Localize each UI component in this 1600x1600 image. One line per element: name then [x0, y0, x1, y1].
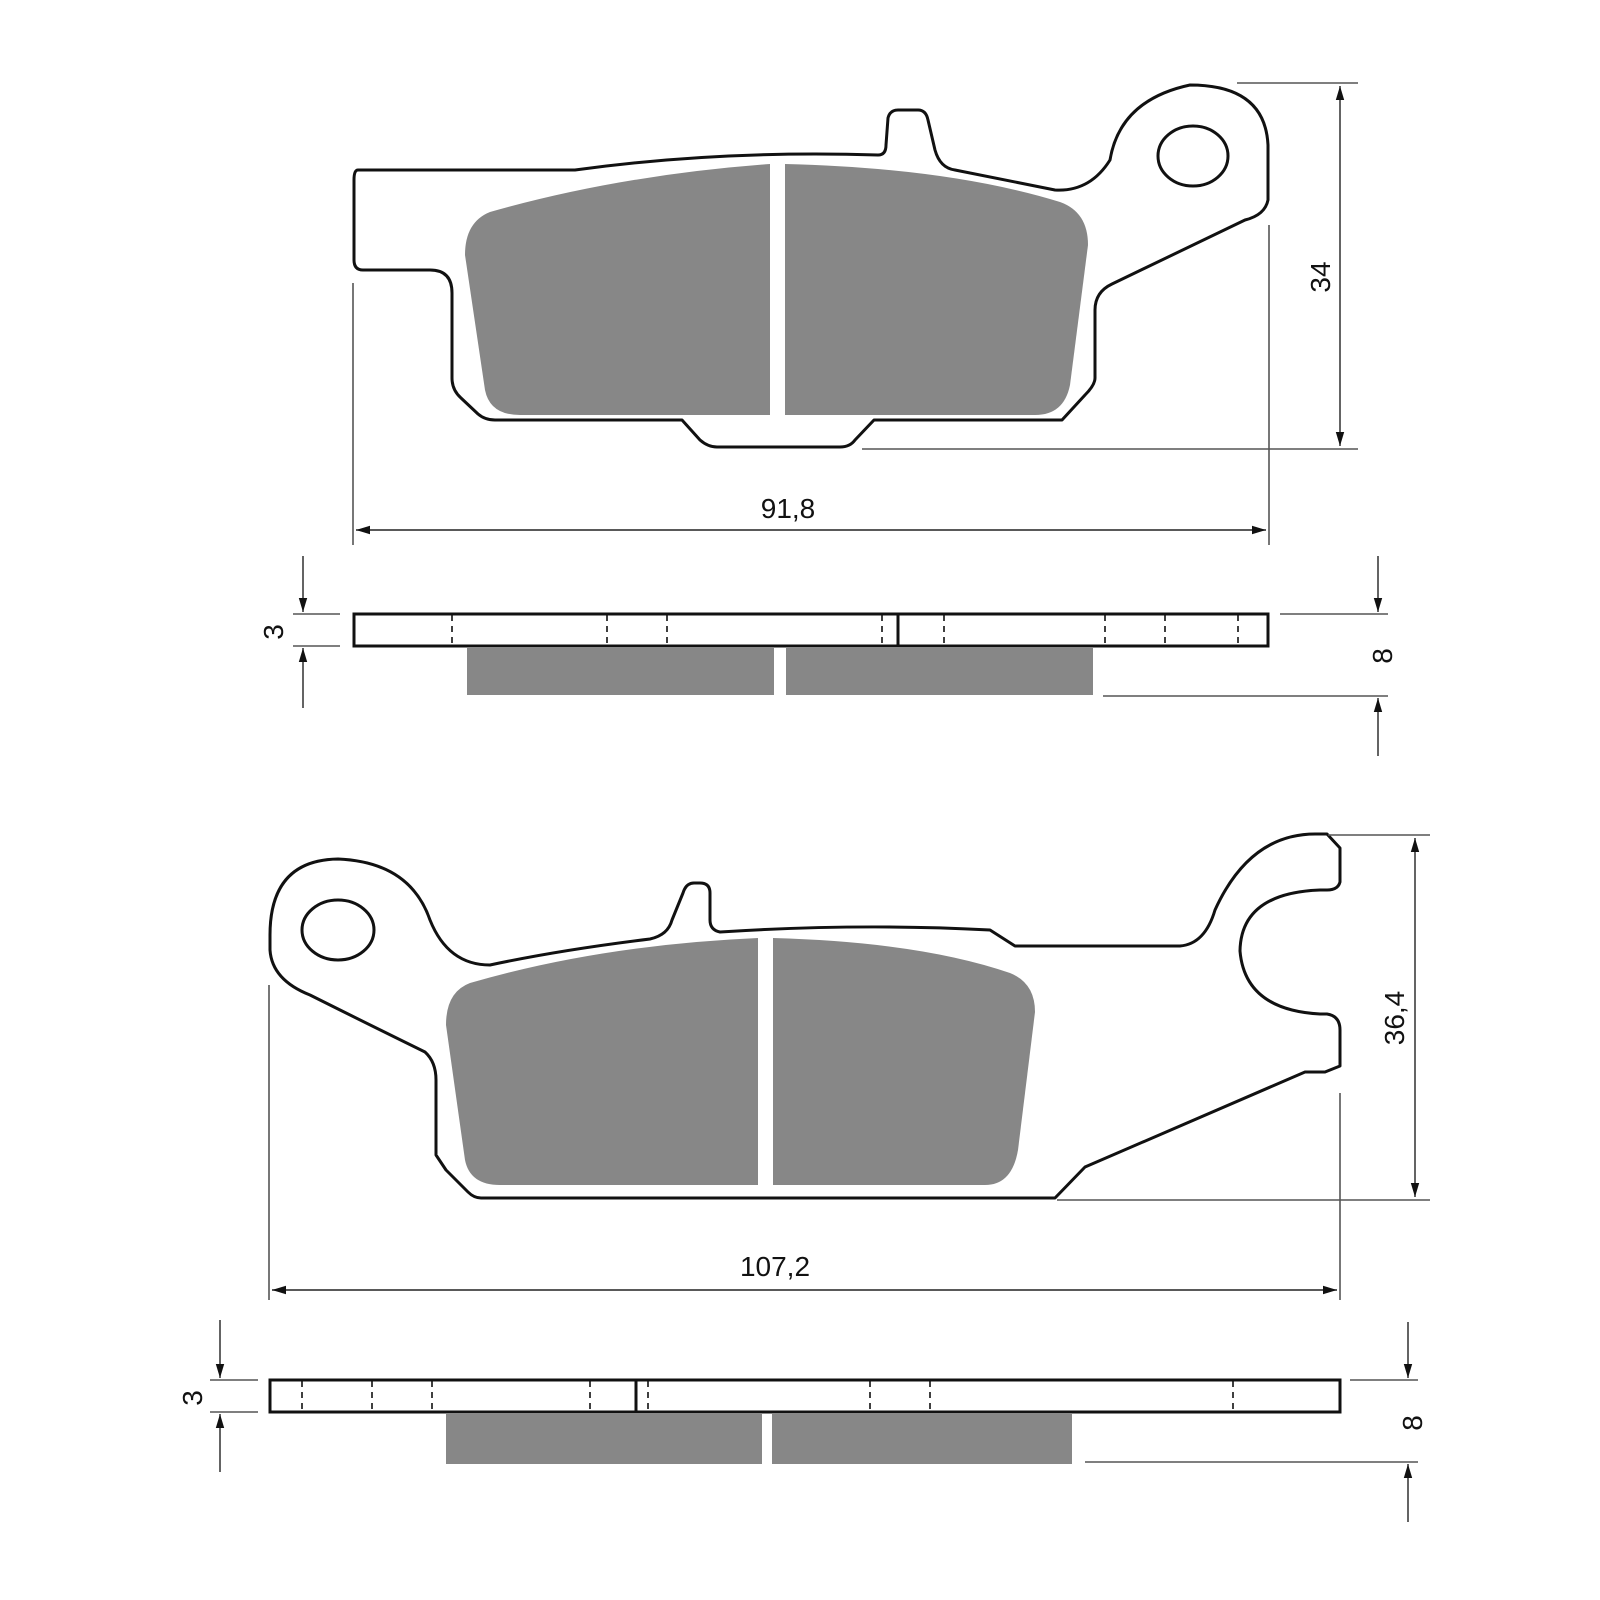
bottom-pad-front-view	[268, 832, 1342, 1200]
bottom-pad-height-dimension: 36,4	[1057, 834, 1430, 1201]
bottom-pad-total-thickness-label: 8	[1397, 1415, 1428, 1431]
bottom-pad-side-friction-right	[772, 1414, 1072, 1464]
bottom-pad-friction-left	[446, 938, 758, 1185]
top-pad-friction-left	[465, 164, 770, 415]
bottom-pad-height-label: 36,4	[1379, 991, 1410, 1046]
top-pad-plate-thickness-dimension: 3	[258, 556, 340, 708]
top-pad-height-label: 34	[1305, 261, 1336, 292]
bottom-pad-total-thickness-dimension: 8	[1085, 1322, 1428, 1522]
bottom-pad-width-dimension: 107,2	[268, 985, 1341, 1300]
top-pad-plate-thickness-label: 3	[258, 624, 289, 640]
top-pad-side-view	[352, 612, 1270, 696]
bottom-pad-side-view	[268, 1378, 1342, 1466]
top-pad-mounting-hole	[1156, 124, 1230, 188]
top-pad-friction-right	[785, 164, 1088, 415]
bottom-pad-friction-right	[773, 938, 1035, 1185]
bottom-pad-mounting-hole	[300, 898, 376, 962]
top-pad-width-label: 91,8	[761, 493, 816, 524]
top-pad-total-thickness-label: 8	[1367, 648, 1398, 664]
bottom-pad-width-label: 107,2	[740, 1251, 810, 1282]
bottom-pad-plate-thickness-dimension: 3	[177, 1320, 258, 1472]
top-pad-side-friction-right	[786, 648, 1093, 695]
top-pad-front-view	[352, 83, 1270, 449]
top-pad-height-dimension: 34	[862, 82, 1358, 450]
bottom-pad-plate-thickness-label: 3	[177, 1390, 208, 1406]
top-pad-total-thickness-dimension: 8	[1103, 556, 1398, 756]
top-pad-side-plate	[352, 612, 1270, 648]
top-pad-width-dimension: 91,8	[352, 225, 1270, 545]
bottom-pad-side-plate	[268, 1378, 1342, 1414]
top-pad-side-friction-left	[467, 648, 774, 695]
bottom-pad-side-friction-left	[446, 1414, 762, 1464]
